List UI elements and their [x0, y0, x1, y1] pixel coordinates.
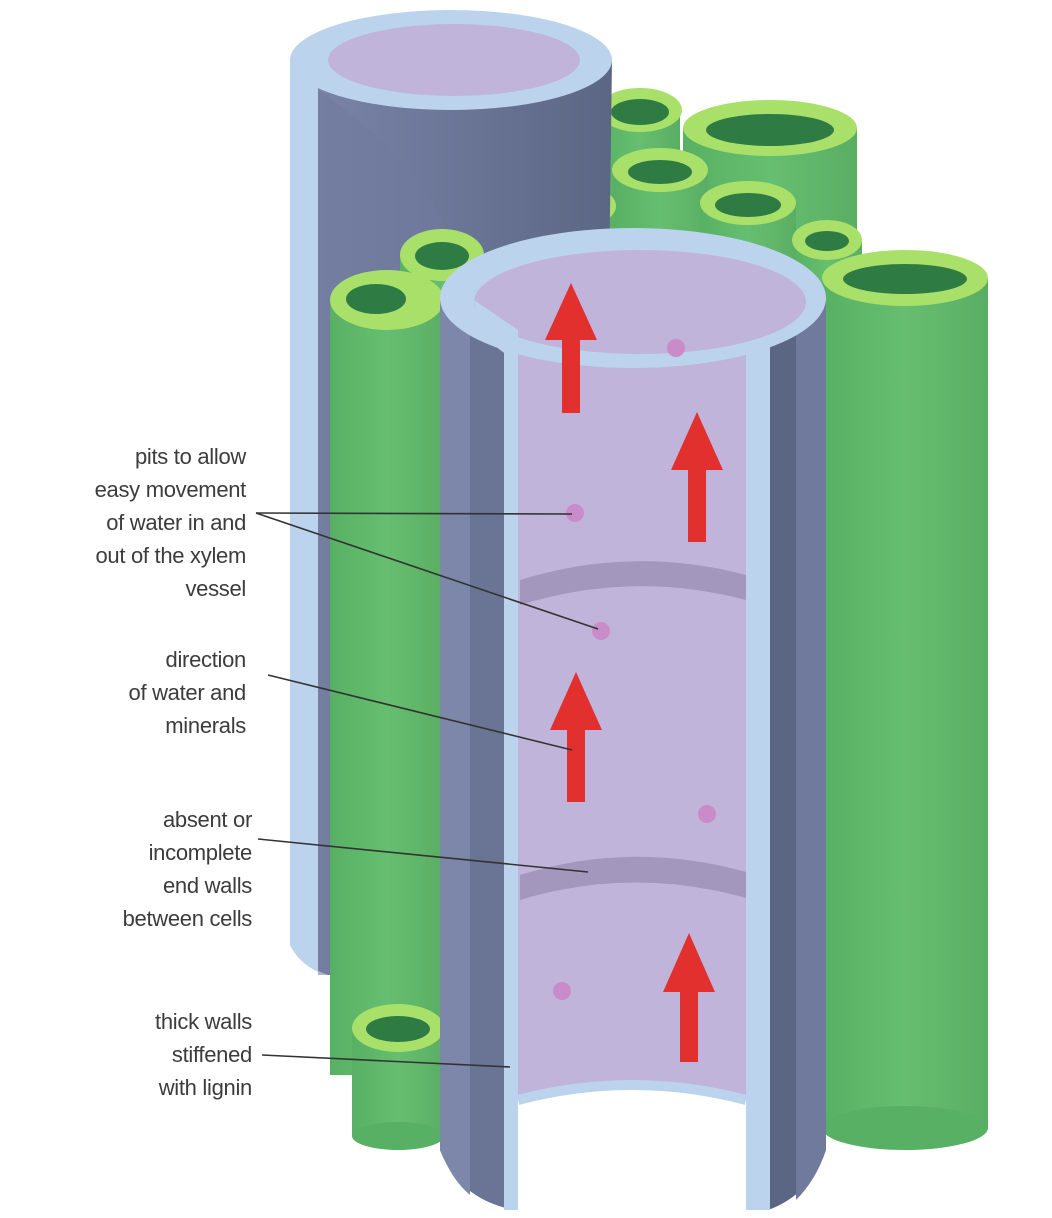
- label-line: of water in and: [106, 510, 246, 535]
- label-end-walls: absent or incomplete end walls between c…: [122, 803, 253, 935]
- label-line: easy movement: [94, 477, 247, 502]
- green-tube-hole: [366, 1016, 430, 1042]
- end-wall-upper: [520, 561, 746, 605]
- xylem-vessel-cutaway: [440, 228, 826, 1210]
- vessel-right-wall-highlight: [796, 300, 826, 1200]
- label-thick-walls: thick walls stiffened with lignin: [155, 1005, 252, 1104]
- green-tube-base: [352, 1122, 444, 1150]
- vessel-cut-edge-left: [504, 330, 518, 1210]
- label-line: with lignin: [158, 1075, 253, 1100]
- label-direction: direction of water and minerals: [128, 643, 247, 742]
- green-tube: [330, 300, 444, 1075]
- water-flow-arrow: [671, 412, 723, 542]
- label-line: end walls: [162, 873, 252, 898]
- water-flow-arrow: [663, 933, 715, 1062]
- label-line: of water and: [128, 680, 247, 705]
- label-line: minerals: [165, 713, 246, 738]
- green-tube-base: [822, 1106, 988, 1150]
- label-line: direction: [165, 647, 247, 672]
- leader-line-end-walls: [257, 838, 589, 873]
- green-tube-hole: [415, 242, 469, 270]
- pit: [698, 805, 716, 823]
- green-tube-hole: [715, 193, 781, 217]
- label-line: pits to allow: [134, 444, 246, 469]
- leader-line-thick-walls: [261, 1054, 511, 1068]
- green-tube-hole: [611, 99, 669, 125]
- green-tube-hole: [706, 114, 834, 146]
- green-tube: [822, 278, 988, 1128]
- label-line: thick walls: [155, 1009, 252, 1034]
- label-line: stiffened: [171, 1042, 252, 1067]
- green-tube-right: [822, 250, 988, 1150]
- end-wall-lower: [520, 856, 746, 900]
- pit: [667, 339, 685, 357]
- leader-line-direction: [267, 674, 573, 751]
- label-line: vessel: [185, 576, 246, 601]
- green-tube-hole: [805, 231, 849, 251]
- leader-line-pits-2: [255, 512, 599, 630]
- label-line: out of the xylem: [95, 543, 247, 568]
- green-tube-hole: [628, 160, 692, 184]
- vessel-cut-edge-right: [746, 330, 770, 1210]
- label-line: between cells: [122, 906, 253, 931]
- leader-lines: [255, 512, 599, 1068]
- green-tube-cluster-left: [330, 229, 484, 1150]
- pit: [553, 982, 571, 1000]
- vessel-left-wall-highlight: [440, 300, 470, 1195]
- label-line: absent or: [162, 807, 252, 832]
- label-pits: pits to allow easy movement of water in …: [94, 440, 247, 605]
- water-flow-arrow: [545, 283, 597, 413]
- leader-line-pits-1: [255, 512, 573, 515]
- background-vessel-wall-edge: [290, 60, 318, 972]
- pit: [566, 504, 584, 522]
- label-line: incomplete: [148, 840, 253, 865]
- vessel-rim-join-left: [474, 300, 518, 360]
- vessel-bottom-cutout: [518, 1085, 746, 1210]
- green-tube-hole: [346, 284, 406, 314]
- pit: [592, 622, 610, 640]
- vessel-top-opening: [474, 250, 806, 354]
- background-vessel-opening: [328, 24, 580, 96]
- green-tube-hole: [843, 264, 967, 294]
- vessel-bottom-edge: [516, 1080, 748, 1105]
- water-flow-arrow: [550, 672, 602, 802]
